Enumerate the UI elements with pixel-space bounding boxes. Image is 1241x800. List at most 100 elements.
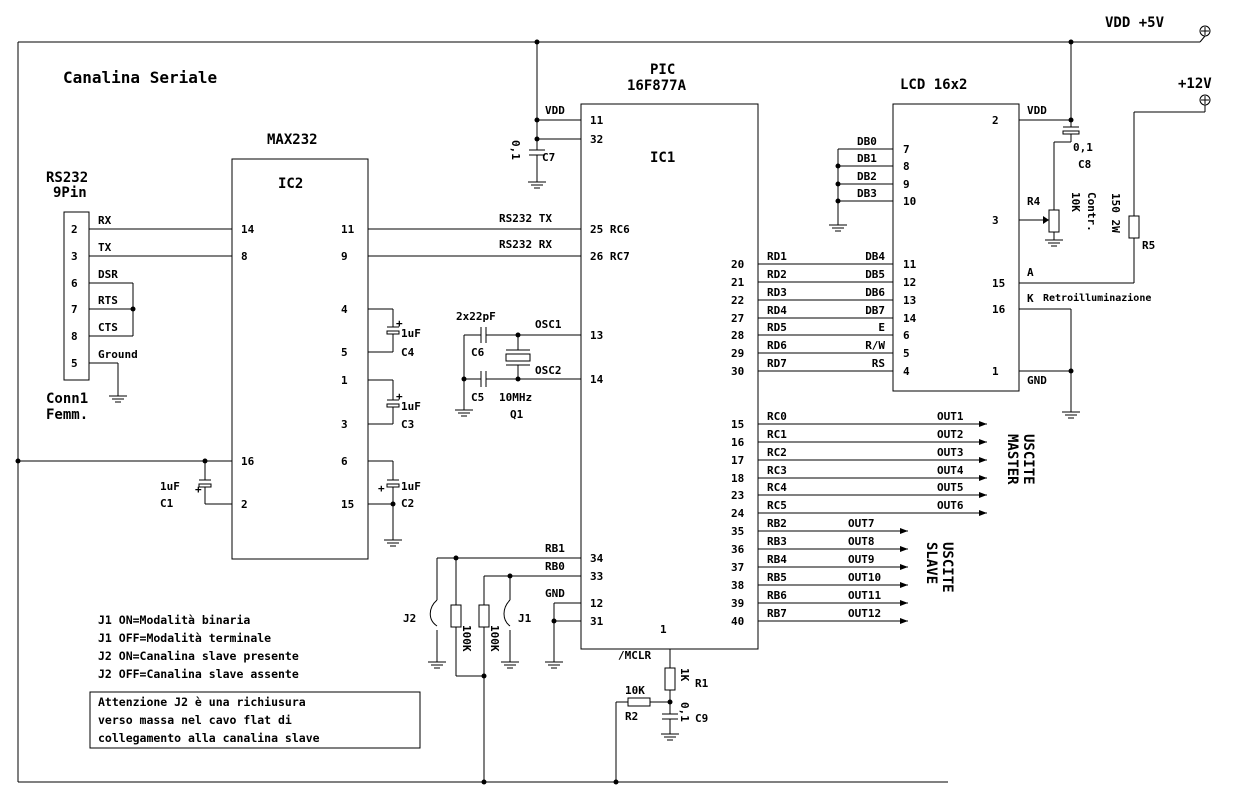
r2-ref: R2: [625, 710, 638, 723]
crystal-icon: [505, 353, 531, 362]
slave-output-target: OUT8: [848, 535, 875, 548]
pic-title: PIC: [650, 62, 675, 78]
master-output-source: RC0: [767, 410, 787, 423]
rs232-connector: RS232 9Pin Conn1 Femm. 2RX3TX6DSR7RTS8CT…: [46, 170, 232, 423]
max232-title: MAX232: [267, 132, 318, 148]
arrow-icon: [900, 618, 908, 624]
lcd-pin: 11: [903, 258, 917, 271]
ground-icon: [528, 181, 546, 189]
master-output-source: RC3: [767, 464, 787, 477]
c5-ref: C5: [471, 391, 484, 404]
lcd-bus-source: RD2: [767, 268, 787, 281]
r2-value: 10K: [625, 684, 645, 697]
lcd-title: LCD 16x2: [900, 77, 967, 93]
max232-pin: 1: [341, 374, 348, 387]
osc2-label: OSC2: [535, 364, 562, 377]
v12-rail: +12V: [1133, 76, 1212, 216]
c9-value: 0,1: [678, 702, 691, 722]
master-output-source: RC1: [767, 428, 787, 441]
r4-potentiometer: [1048, 209, 1060, 233]
master-output-target: OUT4: [937, 464, 964, 477]
slave-output-source: RB5: [767, 571, 787, 584]
arrow-icon: [900, 600, 908, 606]
rb0-pullup-resistor: [478, 604, 490, 628]
pic-pin: 31: [590, 615, 604, 628]
pic-pin: 27: [731, 312, 744, 325]
max232-pin: 14: [241, 223, 255, 236]
lcd-pin: 7: [903, 143, 910, 156]
lcd-bus-target: E: [878, 321, 885, 334]
lcd-bus-target: DB5: [865, 268, 885, 281]
connector-name: Conn1: [46, 391, 88, 407]
lcd-bus-source: RD5: [767, 321, 787, 334]
ground-icon: [455, 409, 473, 417]
ground-icon: [109, 395, 127, 403]
c2-value: 1uF: [401, 480, 421, 493]
master-output-target: OUT5: [937, 481, 964, 494]
connector-title: RS232: [46, 170, 88, 186]
connector-body: [63, 211, 90, 381]
pic-model: 16F877A: [627, 78, 687, 94]
j2-ref: J2: [403, 612, 416, 625]
master-output-source: RC4: [767, 481, 787, 494]
c9-ref: C9: [695, 712, 708, 725]
arrow-icon: [900, 564, 908, 570]
mclr-pin: 1: [660, 623, 667, 636]
arrow-icon: [979, 439, 987, 445]
pic-pin: 18: [731, 472, 744, 485]
arrow-icon: [979, 510, 987, 516]
osc1-label: OSC1: [535, 318, 562, 331]
arrow-icon: [979, 475, 987, 481]
lcd-gnd-label: GND: [1027, 374, 1047, 387]
c1-value: 1uF: [160, 480, 180, 493]
pic-pin: 30: [731, 365, 744, 378]
warning-line: collegamento alla canalina slave: [98, 731, 320, 745]
pic-pin: 32: [590, 133, 603, 146]
pic-body: [580, 103, 759, 650]
pic-gnd-label: GND: [545, 587, 565, 600]
pic-pin: 22: [731, 294, 744, 307]
ground-icon: [829, 224, 847, 232]
connector-type: Femm.: [46, 407, 88, 423]
master-output-target: OUT1: [937, 410, 964, 423]
connector-pin-label: CTS: [98, 321, 118, 334]
pic-pin: 13: [590, 329, 603, 342]
connector-pin-number: 2: [71, 223, 78, 236]
rb1-label: RB1: [545, 542, 565, 555]
c3-value: 1uF: [401, 400, 421, 413]
c8-value: 0,1: [1073, 141, 1093, 154]
lcd-pin: 9: [903, 178, 910, 191]
master-label-1: USCITE: [1020, 434, 1036, 485]
c4-value: 1uF: [401, 327, 421, 340]
lcd-pin: 3: [992, 214, 999, 227]
pic-pin: 15: [731, 418, 744, 431]
r4-value: 10K: [1069, 192, 1082, 212]
lcd-pin: 2: [992, 114, 999, 127]
arrow-icon: [979, 492, 987, 498]
lcd-bus-target: RS: [872, 357, 885, 370]
arrow-icon: [979, 457, 987, 463]
lcd-bus-source: RD3: [767, 286, 787, 299]
r1-value: 1K: [678, 668, 691, 682]
pic-pin: 35: [731, 525, 744, 538]
lcd-data-label: DB0: [857, 135, 877, 148]
pic-vdd-label: VDD: [545, 104, 565, 117]
lcd-data-label: DB2: [857, 170, 877, 183]
backlight-label: Retroilluminazione: [1043, 292, 1151, 304]
rb0-pullup-value: 100K: [488, 625, 501, 652]
pic-pin: 40: [731, 615, 744, 628]
lcd-anode-label: A: [1027, 266, 1034, 279]
connector-subtitle: 9Pin: [53, 185, 87, 201]
slave-label-2: SLAVE: [923, 542, 939, 584]
lcd-bus-target: DB4: [865, 250, 885, 263]
pic-pin: 21: [731, 276, 745, 289]
pic-pin: 11: [590, 114, 604, 127]
slave-output-target: OUT10: [848, 571, 881, 584]
ground-icon: [428, 661, 446, 669]
c3-plus: +: [396, 390, 403, 403]
